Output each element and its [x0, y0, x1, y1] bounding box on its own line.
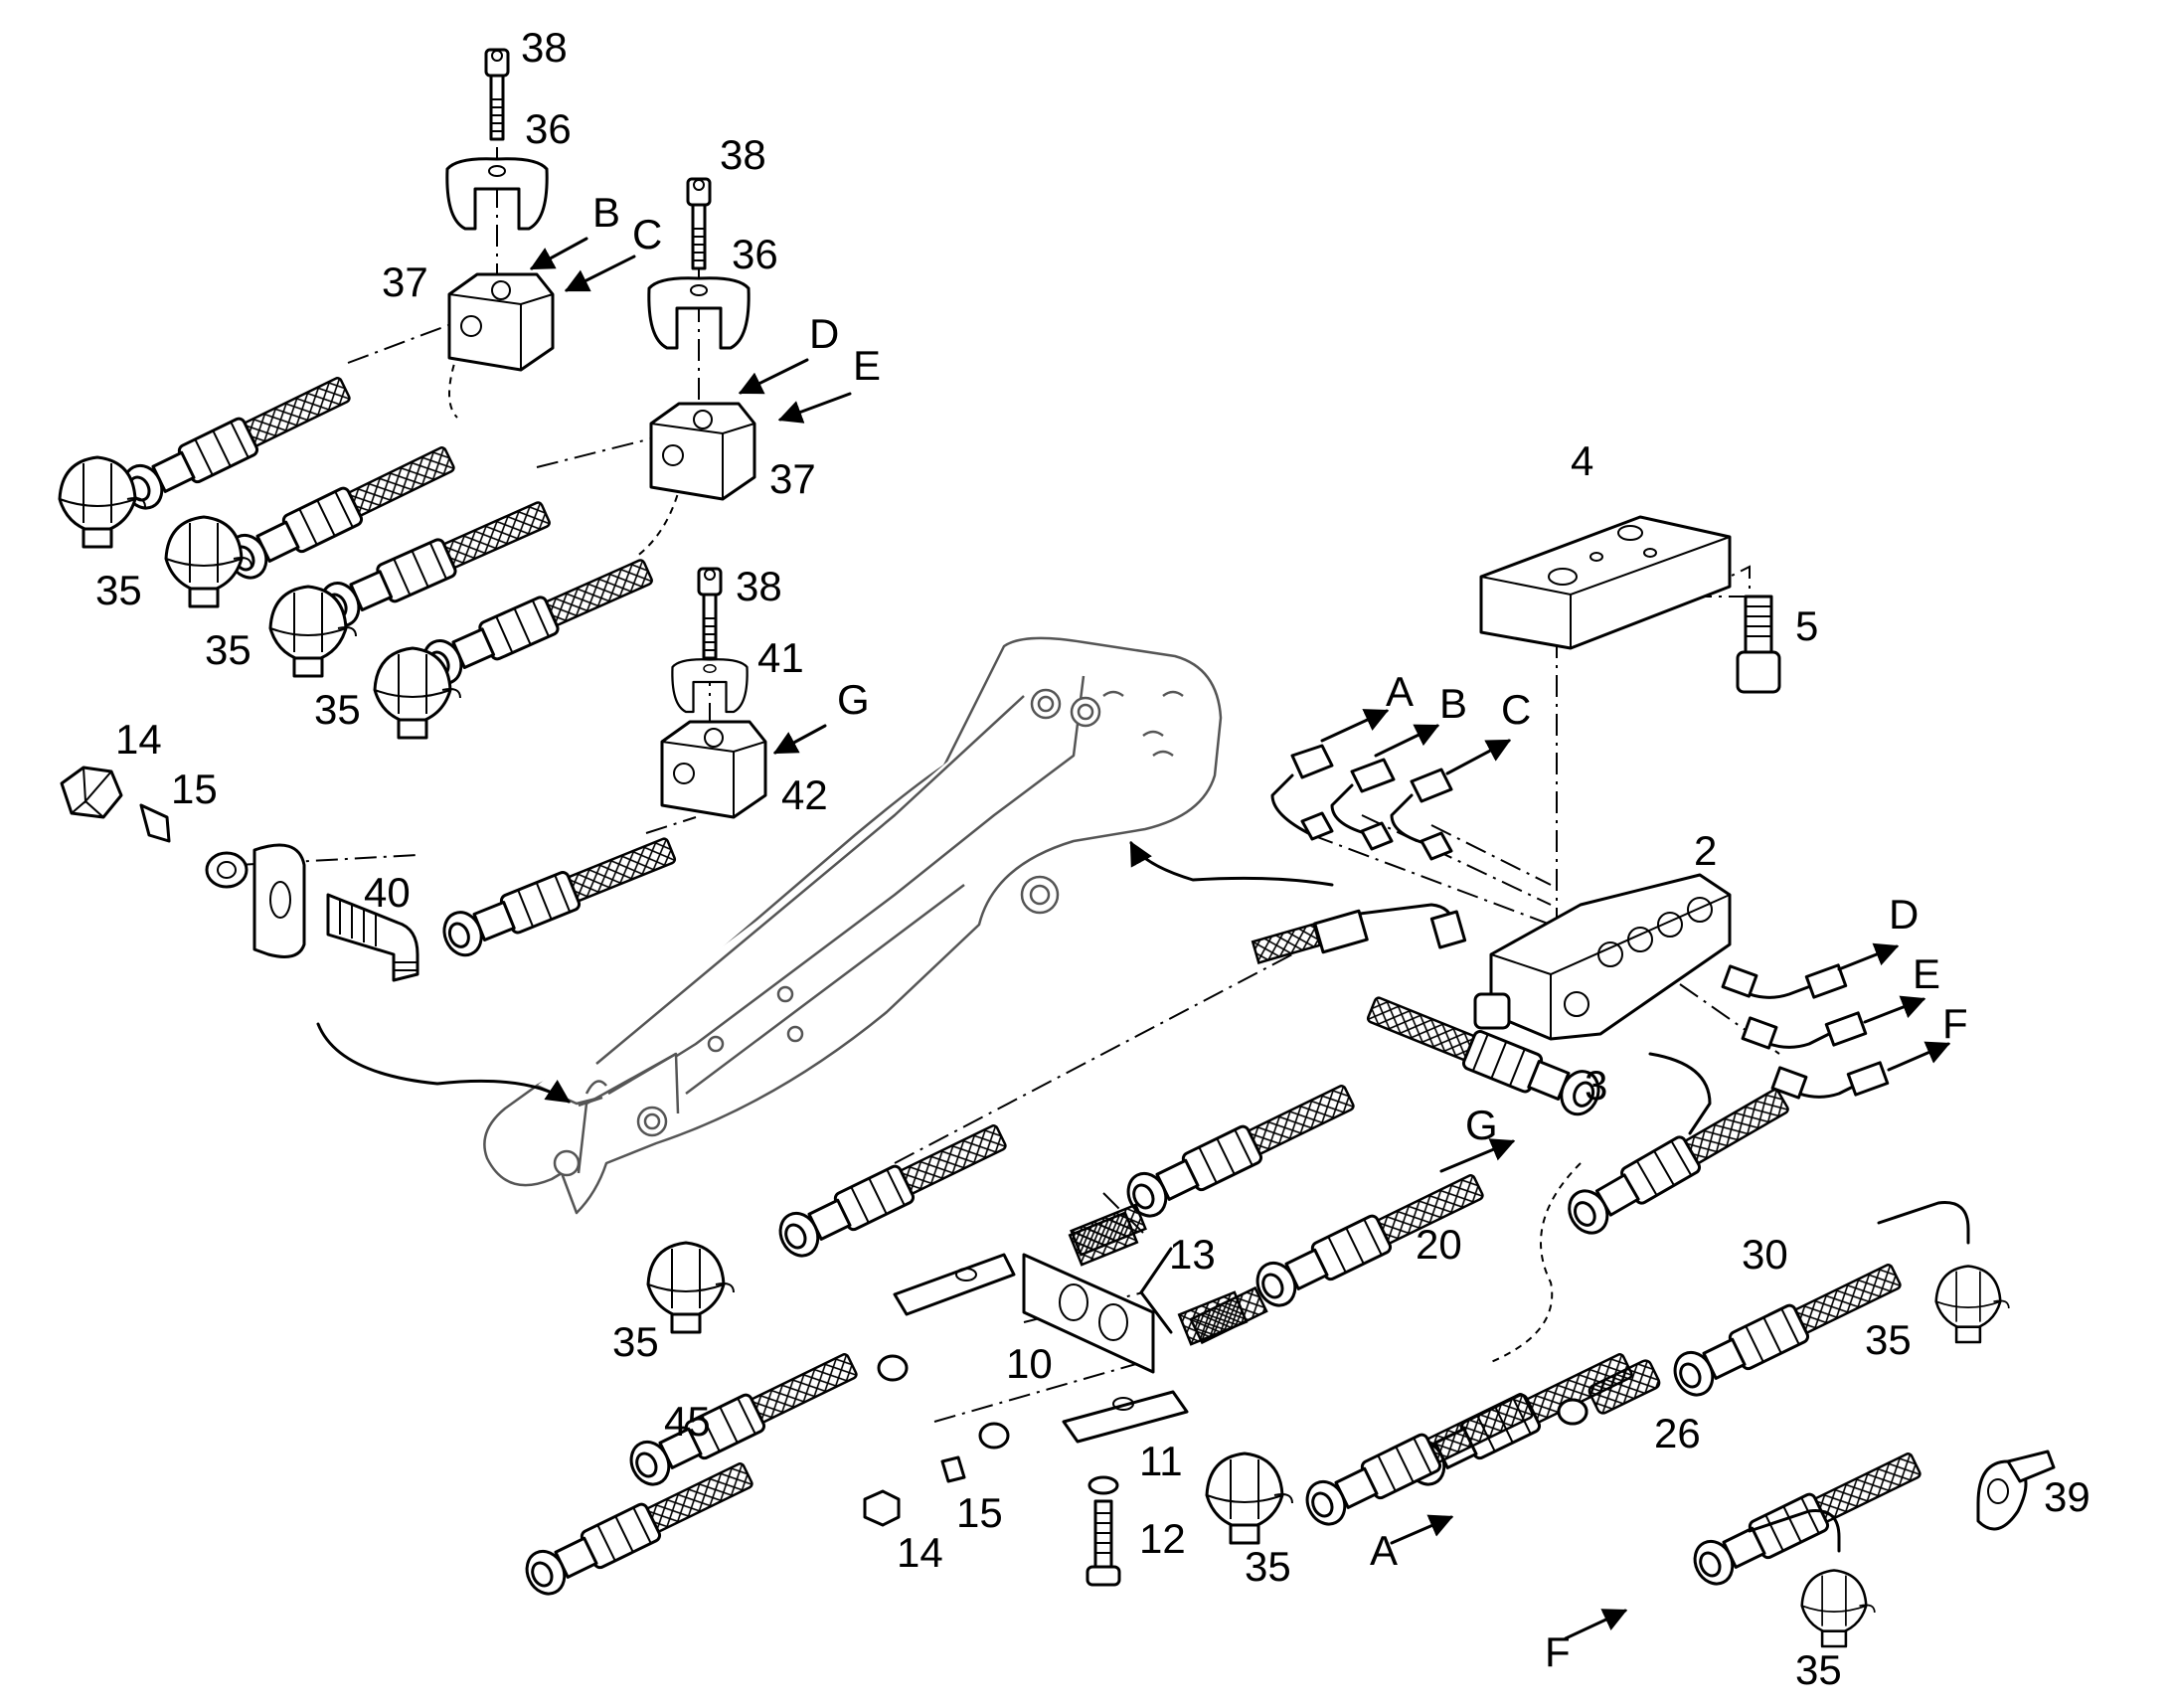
callout-35: 35 [205, 626, 251, 673]
callout-40: 40 [364, 869, 411, 916]
letter-D: D [1889, 891, 1919, 938]
letter-G: G [1465, 1102, 1498, 1148]
bracket-10 [893, 1211, 1249, 1444]
callout-35: 35 [95, 567, 142, 613]
bolt-5 [1736, 595, 1781, 694]
letter-B: B [592, 189, 620, 236]
callout-35: 35 [314, 686, 361, 733]
callout-14: 14 [115, 716, 162, 763]
callout-35: 35 [612, 1318, 659, 1365]
letter-C: C [632, 211, 662, 257]
letter-F: F [1545, 1628, 1571, 1675]
callout-35: 35 [1245, 1543, 1291, 1590]
cap-35-bottom [1800, 1569, 1877, 1648]
callout-12: 12 [1139, 1515, 1186, 1562]
callout-26: 26 [1654, 1410, 1701, 1456]
callout-36: 36 [525, 105, 572, 152]
cap-35-right [1934, 1265, 2011, 1344]
callout-41: 41 [757, 634, 804, 681]
manifold-fittings-top [1270, 744, 1453, 861]
callout-15: 15 [956, 1489, 1003, 1536]
connection-letter-labels: B C D E G A B C D E F G A F [592, 189, 1968, 1675]
letter-D: D [809, 310, 839, 357]
callout-38: 38 [736, 563, 782, 609]
callout-10: 10 [1006, 1340, 1053, 1387]
letter-E: E [853, 342, 881, 389]
callout-37: 37 [382, 258, 428, 305]
callout-15: 15 [171, 766, 218, 812]
letter-G: G [837, 676, 870, 723]
callout-39: 39 [2044, 1473, 2090, 1520]
callout-4: 4 [1571, 437, 1593, 484]
letter-E: E [1913, 950, 1940, 997]
callout-38: 38 [521, 24, 568, 71]
connection-arrows [529, 237, 1951, 1640]
callout-13: 13 [1169, 1231, 1216, 1278]
letter-F: F [1942, 1000, 1968, 1047]
small-hardware [863, 1354, 1588, 1587]
callout-36: 36 [732, 231, 778, 277]
letter-C: C [1501, 686, 1531, 733]
callout-35: 35 [1795, 1646, 1842, 1693]
manifold-block-2 [1473, 873, 1732, 1041]
callout-20: 20 [1416, 1221, 1462, 1268]
boom-arm [483, 636, 1223, 1215]
hose-center-long [1251, 903, 1467, 964]
outlet-fittings-DEF [1648, 963, 1890, 1135]
mounting-plate-4 [1479, 515, 1732, 650]
callout-37: 37 [769, 455, 816, 502]
clip-39 [1976, 1450, 2056, 1531]
letter-A: A [1370, 1527, 1398, 1574]
callout-5: 5 [1795, 602, 1818, 649]
clamp-assembly-upper [445, 48, 767, 819]
callout-38: 38 [720, 131, 766, 178]
callout-11: 11 [1139, 1438, 1183, 1484]
elbow-fitting-group [60, 766, 419, 982]
letter-B: B [1439, 680, 1467, 727]
callout-35: 35 [1865, 1316, 1912, 1363]
callout-45: 45 [664, 1398, 711, 1445]
cap-35-center [646, 1241, 736, 1334]
callout-14: 14 [897, 1529, 943, 1576]
cap-35-lower [1205, 1452, 1294, 1545]
callout-3: 3 [1585, 1062, 1607, 1109]
callout-30: 30 [1742, 1231, 1788, 1278]
callout-labels: 38 36 37 35 38 36 37 35 35 38 41 42 14 1… [95, 24, 2090, 1693]
letter-A: A [1386, 668, 1414, 715]
callout-2: 2 [1694, 827, 1717, 874]
callout-42: 42 [781, 771, 828, 818]
